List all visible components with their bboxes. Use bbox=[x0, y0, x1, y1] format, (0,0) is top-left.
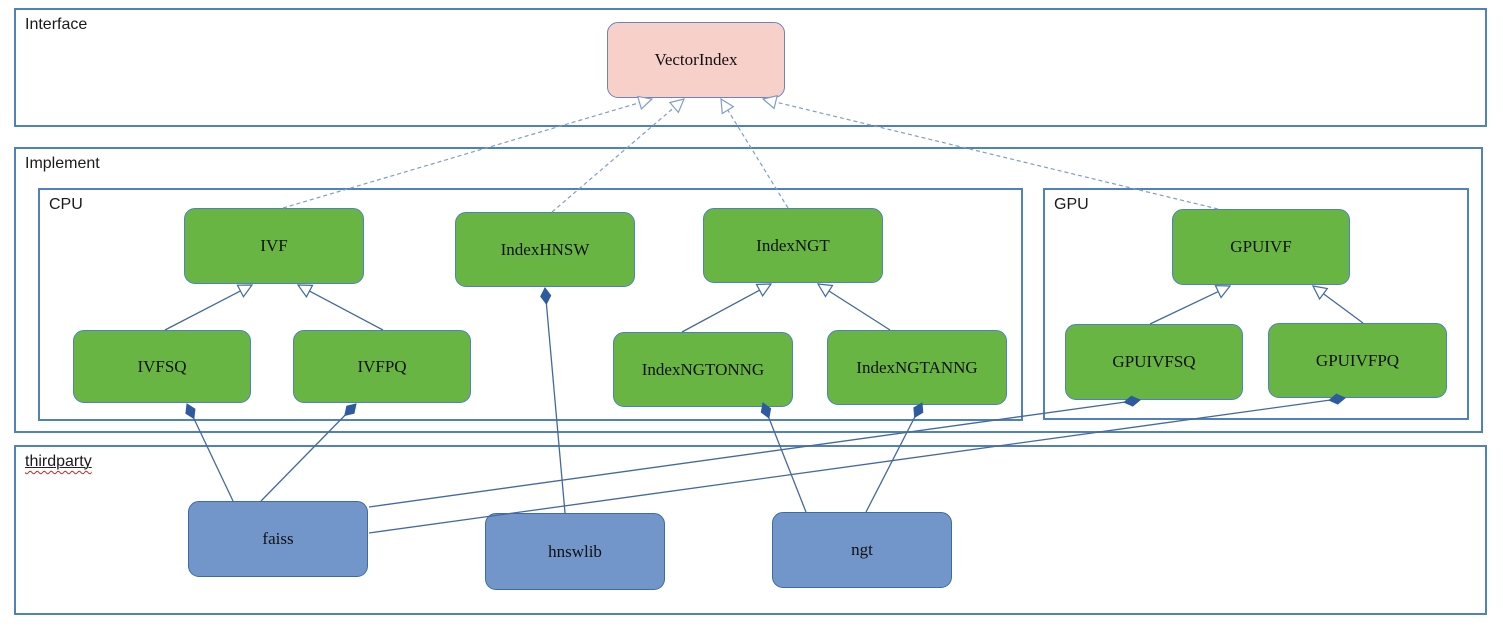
node-ivfsq[interactable]: IVFSQ bbox=[73, 330, 251, 403]
container-label-cpu: CPU bbox=[49, 196, 83, 213]
node-gpuivf[interactable]: GPUIVF bbox=[1172, 209, 1350, 285]
node-indexngtanng[interactable]: IndexNGTANNG bbox=[827, 330, 1007, 405]
node-label-vectorindex: VectorIndex bbox=[654, 50, 738, 69]
container-label-thirdparty: thirdparty bbox=[25, 453, 92, 471]
node-label-ivfsq: IVFSQ bbox=[137, 356, 187, 376]
node-vectorindex[interactable]: VectorIndex bbox=[607, 22, 785, 98]
node-label-gpuivfsq: GPUIVFSQ bbox=[1112, 352, 1196, 371]
container-label-text-thirdparty: thirdparty bbox=[25, 453, 92, 470]
node-label-indexngtonng: IndexNGTONNG bbox=[641, 359, 765, 379]
node-hnswlib[interactable]: hnswlib bbox=[485, 513, 665, 590]
node-ngt[interactable]: ngt bbox=[772, 512, 952, 588]
node-indexngtonng[interactable]: IndexNGTONNG bbox=[613, 332, 793, 407]
node-ivfpq[interactable]: IVFPQ bbox=[293, 330, 471, 403]
node-label-indexngtanng: IndexNGTANNG bbox=[856, 357, 978, 377]
node-label-ngt: ngt bbox=[851, 540, 873, 559]
node-indexngt[interactable]: IndexNGT bbox=[703, 208, 883, 283]
node-ivf[interactable]: IVF bbox=[184, 208, 364, 284]
container-label-interface: Interface bbox=[25, 16, 88, 33]
node-label-indexngt: IndexNGT bbox=[756, 235, 830, 255]
node-label-faiss: faiss bbox=[262, 529, 294, 548]
node-label-hnswlib: hnswlib bbox=[548, 541, 602, 561]
node-indexhnsw[interactable]: IndexHNSW bbox=[455, 212, 635, 287]
node-label-ivf: IVF bbox=[260, 236, 288, 255]
node-faiss[interactable]: faiss bbox=[188, 501, 368, 577]
node-label-indexhnsw: IndexHNSW bbox=[500, 239, 590, 259]
container-label-implement: Implement bbox=[25, 155, 100, 172]
node-label-gpuivfpq: GPUIVFPQ bbox=[1315, 350, 1400, 370]
node-label-gpuivf: GPUIVF bbox=[1230, 237, 1292, 256]
node-label-ivfpq: IVFPQ bbox=[357, 356, 407, 376]
node-gpuivfpq[interactable]: GPUIVFPQ bbox=[1268, 323, 1447, 398]
node-gpuivfsq[interactable]: GPUIVFSQ bbox=[1065, 324, 1243, 400]
